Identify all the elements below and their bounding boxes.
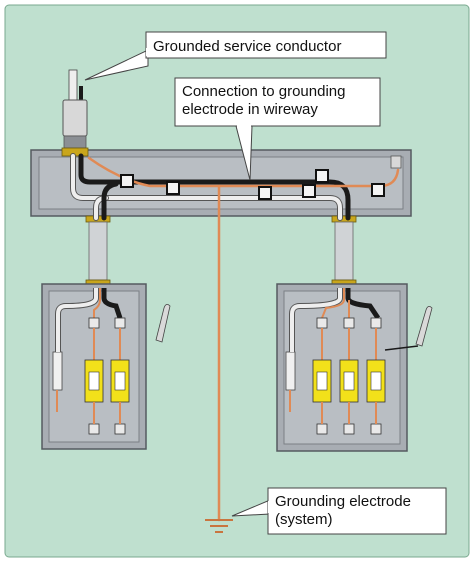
label-wireway-connection: Connection to grounding electrode in wir…: [182, 83, 345, 119]
right-conduit: [331, 215, 357, 289]
wireway-wires: [70, 153, 400, 522]
disconnect-handle-icon: [415, 306, 433, 347]
fuse-icon: [312, 359, 386, 403]
callout-wireway-connection: [174, 77, 381, 181]
left-panel: [41, 283, 171, 450]
label-grounded-service-conductor: Grounded service conductor: [153, 38, 342, 55]
callout-grounding-electrode: [231, 487, 447, 535]
left-conduit: [85, 215, 111, 289]
disconnect-handle-icon: [155, 304, 171, 343]
label-grounding-electrode-line1: Grounding electrode: [275, 493, 411, 510]
splice-connectors: [120, 169, 385, 200]
label-grounding-electrode: Grounding electrode (system): [275, 493, 411, 529]
ground-symbol-icon: [205, 519, 233, 533]
right-panel: [276, 283, 433, 452]
fuse-icon: [84, 359, 130, 403]
callout-service-conductor: [84, 31, 387, 81]
label-grounding-electrode-line2: (system): [275, 511, 333, 528]
label-wireway-connection-line2: electrode in wireway: [182, 101, 318, 118]
label-wireway-connection-line1: Connection to grounding: [182, 83, 346, 100]
